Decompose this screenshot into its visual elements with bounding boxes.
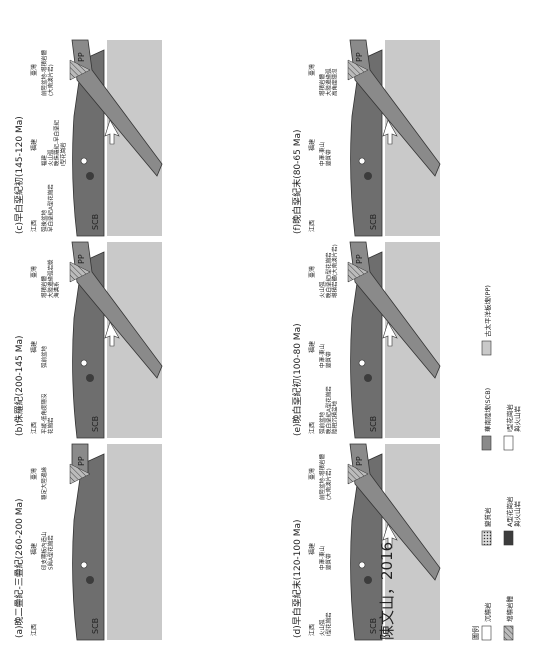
source-credit: 陳文山，2016 xyxy=(378,542,396,640)
place-left: 江西 xyxy=(31,220,38,232)
place-right: 臺灣 xyxy=(30,64,38,76)
note-right: 前陸盆地-增積岩體(大南澳片岩) xyxy=(40,50,54,96)
granite-body xyxy=(359,562,365,568)
panel-title: (a)晚二疊紀-三疊紀(260-200 Ma) xyxy=(13,498,25,638)
magma-body xyxy=(86,172,94,180)
note-right: 增積岩體大陸邊緣弧岩漿海溝系 xyxy=(40,259,61,298)
place-right: 臺灣 xyxy=(308,266,316,278)
continental-crust xyxy=(73,454,104,640)
granite-body xyxy=(359,360,365,366)
panel-f: (f)晚白堊紀末(80-65 Ma) 江西 福建 臺灣 SCB PP 中澤-東山變質帶 增積岩… xyxy=(291,40,440,236)
panel-title: (f)晚白堊紀末(80-65 Ma) xyxy=(291,129,303,234)
note-center: 弧前盆地 xyxy=(40,345,48,368)
note-left: 火山弧I型花崗岩 xyxy=(318,612,332,636)
legend-swatch xyxy=(504,626,513,640)
legend-swatch xyxy=(482,626,491,640)
place-left: 江西 xyxy=(31,422,38,434)
ocean-layer xyxy=(107,444,162,640)
magma-body xyxy=(86,374,94,382)
panel-d: (d)早白堊紀末(120-100 Ma) 江西 福建 臺灣 SCB PP 火山弧I型花崗岩中… xyxy=(291,444,440,640)
label-pp: PP xyxy=(77,254,86,264)
magma-body xyxy=(364,374,372,382)
note-center: 中澤-東山變質帶 xyxy=(318,142,332,166)
legend-item-label: 沉積岩 xyxy=(483,602,492,622)
note-center: 福建火山弧晚侏羅紀-早白堊紀I型花崗岩 xyxy=(40,120,67,166)
place-left: 江西 xyxy=(31,624,38,636)
place-mid: 福建 xyxy=(30,139,38,151)
magma-body xyxy=(364,172,372,180)
note-left: 弧後盆地早白堊紀A型花崗岩 xyxy=(40,184,54,232)
panel-e: (e)晚白堊紀初(100-80 Ma) 江西 福建 臺灣 SCB PP 弧前盆地晚白堊紀A型… xyxy=(291,242,440,438)
note-right: 穩定大陸邊緣 xyxy=(40,466,48,500)
label-scb: SCB xyxy=(369,416,378,432)
legend-item-label: A型花崗岩與火山岩 xyxy=(505,496,521,527)
legend-title: 圖例 xyxy=(471,626,480,640)
place-mid: 福建 xyxy=(308,543,316,555)
legend-item-label: 古太平洋板塊(PP) xyxy=(483,285,492,337)
place-right: 臺灣 xyxy=(308,468,316,480)
place-left: 江西 xyxy=(309,624,316,636)
label-scb: SCB xyxy=(369,618,378,634)
place-mid: 福建 xyxy=(308,139,316,151)
legend-item-label: 增積岩體 xyxy=(505,596,514,623)
note-center: 印支期板內造山S與A型花崗岩 xyxy=(40,531,54,570)
granite-body xyxy=(81,360,87,366)
panel-title: (e)晚白堊紀初(100-80 Ma) xyxy=(291,323,303,436)
place-mid: 福建 xyxy=(308,341,316,353)
label-scb: SCB xyxy=(91,618,100,634)
note-left: 平緩-低角度隱沒花崗岩 xyxy=(40,393,54,434)
granite-body xyxy=(359,158,365,164)
place-mid: 福建 xyxy=(30,341,38,353)
panel-title: (b)侏羅紀(200-145 Ma) xyxy=(13,335,25,436)
note-center: 中澤-東山變質帶 xyxy=(318,546,332,570)
legend-item-label: 華南陸塊(SCB) xyxy=(483,388,492,432)
legend-swatch xyxy=(504,436,513,450)
panel-c: (c)早白堊紀初(145-120 Ma) 江西 福建 臺灣 SCB PP 弧後盆地早白堊紀A… xyxy=(13,40,162,236)
place-right: 臺灣 xyxy=(308,64,316,76)
magma-body xyxy=(364,576,372,584)
panel-b: (b)侏羅紀(200-145 Ma) 江西 福建 臺灣 SCB PP 平緩-低角度隱沒花崗岩… xyxy=(13,242,162,438)
label-pp: PP xyxy=(77,52,86,62)
legend-swatch xyxy=(482,531,491,545)
label-scb: SCB xyxy=(369,214,378,230)
note-right: 前陸盆地-增積岩體(大南澳片岩) xyxy=(318,454,332,500)
note-center: 中澤-東山變質帶 xyxy=(318,344,332,368)
label-pp: PP xyxy=(355,52,364,62)
panel-title: (c)早白堊紀初(145-120 Ma) xyxy=(13,116,25,234)
place-mid: 福建 xyxy=(30,543,38,555)
legend-item-label: 變質岩 xyxy=(483,507,492,527)
magma-body xyxy=(86,576,94,584)
label-scb: SCB xyxy=(91,214,100,230)
place-right: 臺灣 xyxy=(30,266,38,278)
panel-title: (d)早白堊紀末(120-100 Ma) xyxy=(291,519,303,638)
label-pp: PP xyxy=(355,254,364,264)
legend-swatch xyxy=(482,341,491,355)
label-pp: PP xyxy=(77,456,86,466)
note-right: 增積岩體大陸邊緣弧高角度隱沒 xyxy=(318,68,339,96)
legend-swatch xyxy=(482,436,491,450)
place-right: 臺灣 xyxy=(30,468,38,480)
place-left: 江西 xyxy=(309,220,316,232)
place-left: 江西 xyxy=(309,422,316,434)
legend-item-label: I型花崗岩與火山岩 xyxy=(505,404,521,432)
note-left: 弧前盆地晚白堊紀A型花崗岩陸相沉積盆地 xyxy=(318,386,339,434)
granite-body xyxy=(81,158,87,164)
label-scb: SCB xyxy=(91,416,100,432)
legend-swatch xyxy=(504,531,513,545)
granite-body xyxy=(81,562,87,568)
note-right: 火山弧晚白堊紀I型花崗岩增積岩體(大南澳片岩) xyxy=(318,244,339,298)
label-pp: PP xyxy=(355,456,364,466)
panel-a: (a)晚二疊紀-三疊紀(260-200 Ma) 江西 福建 臺灣 SCB PP 印支期板內造… xyxy=(13,444,162,640)
